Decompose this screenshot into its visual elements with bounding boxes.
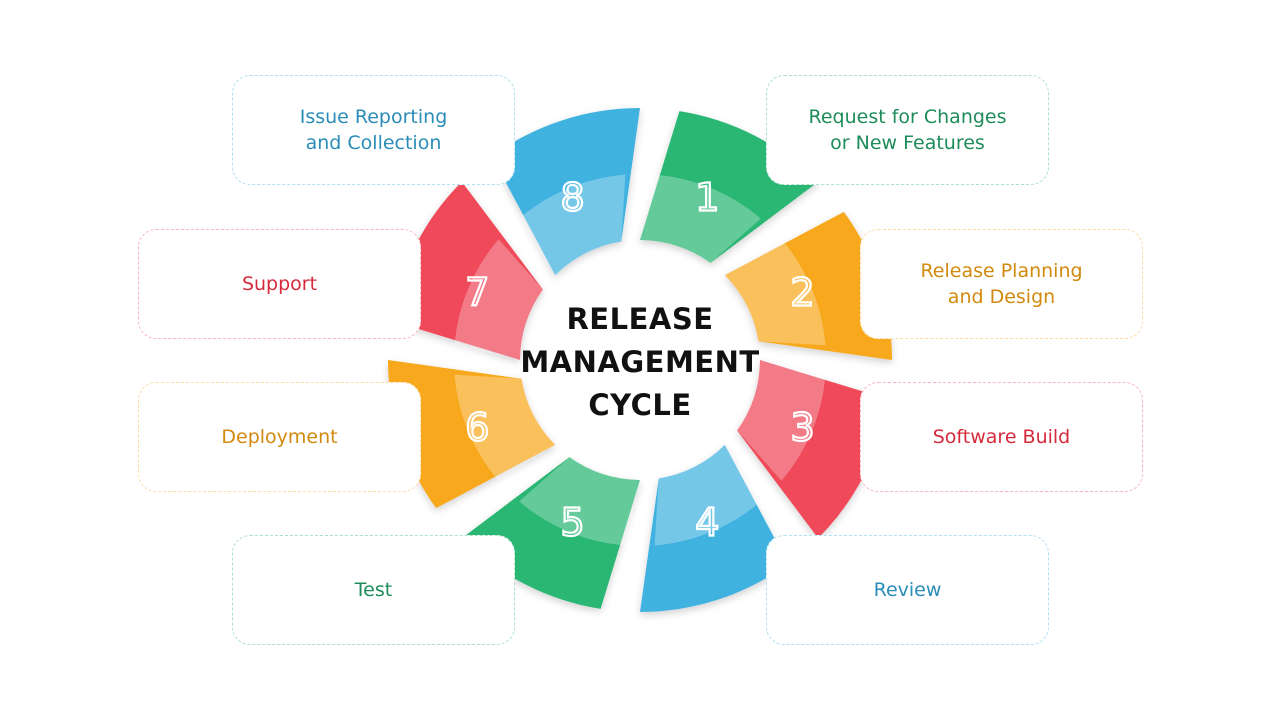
step-box-5: Test (232, 535, 515, 645)
segment-shape-7 (391, 181, 543, 360)
step-label-5: Test (354, 579, 393, 601)
step-label-7: Support (241, 273, 318, 295)
cycle-segment-8: 8 (491, 108, 640, 276)
step-box-4: Review (766, 535, 1049, 645)
step-box-2: Release Planning and Design (860, 229, 1143, 339)
step-label-4: Review (873, 579, 942, 601)
step-label-3: Software Build (932, 426, 1071, 448)
cycle-segment-2: 2 (724, 211, 892, 360)
segment-highlight-7 (454, 239, 543, 360)
cycle-segment-6: 6 (388, 360, 556, 509)
segment-shape-6 (388, 360, 556, 509)
segment-highlight-8 (519, 174, 626, 276)
segment-number-2: 2 (791, 271, 815, 315)
segment-number-8: 8 (561, 175, 585, 219)
title-line-2: MANAGEMENT (520, 345, 760, 379)
step-label-1: Request for Changes or New Features (808, 106, 1007, 154)
cycle-segment-3: 3 (737, 360, 889, 539)
segment-highlight-5 (519, 457, 640, 546)
segment-number-1: 1 (695, 175, 719, 219)
cycle-segment-4: 4 (640, 444, 789, 612)
segment-number-5: 5 (561, 501, 585, 545)
segment-shape-3 (737, 360, 889, 539)
title-line-1: RELEASE (566, 302, 714, 336)
segment-highlight-1 (640, 174, 761, 263)
segment-number-3: 3 (791, 405, 815, 449)
segment-shape-4 (640, 444, 789, 612)
segment-number-4: 4 (695, 501, 719, 545)
step-label-6: Deployment (221, 426, 338, 448)
cycle-segment-7: 7 (391, 181, 543, 360)
title-line-3: CYCLE (588, 388, 692, 422)
segment-highlight-4 (654, 444, 761, 546)
step-label-8: Issue Reporting and Collection (299, 106, 448, 154)
segment-number-7: 7 (465, 271, 489, 315)
segment-shape-8 (491, 108, 640, 276)
segment-highlight-2 (724, 239, 826, 346)
step-box-8: Issue Reporting and Collection (232, 75, 515, 185)
diagram-title: RELEASE MANAGEMENT CYCLE (500, 298, 780, 427)
segment-shape-2 (724, 211, 892, 360)
step-box-3: Software Build (860, 382, 1143, 492)
segment-number-6: 6 (465, 405, 489, 449)
step-label-2: Release Planning and Design (920, 260, 1083, 308)
step-box-1: Request for Changes or New Features (766, 75, 1049, 185)
step-box-7: Support (138, 229, 421, 339)
segment-highlight-3 (737, 360, 826, 481)
segment-highlight-6 (454, 374, 556, 481)
step-box-6: Deployment (138, 382, 421, 492)
